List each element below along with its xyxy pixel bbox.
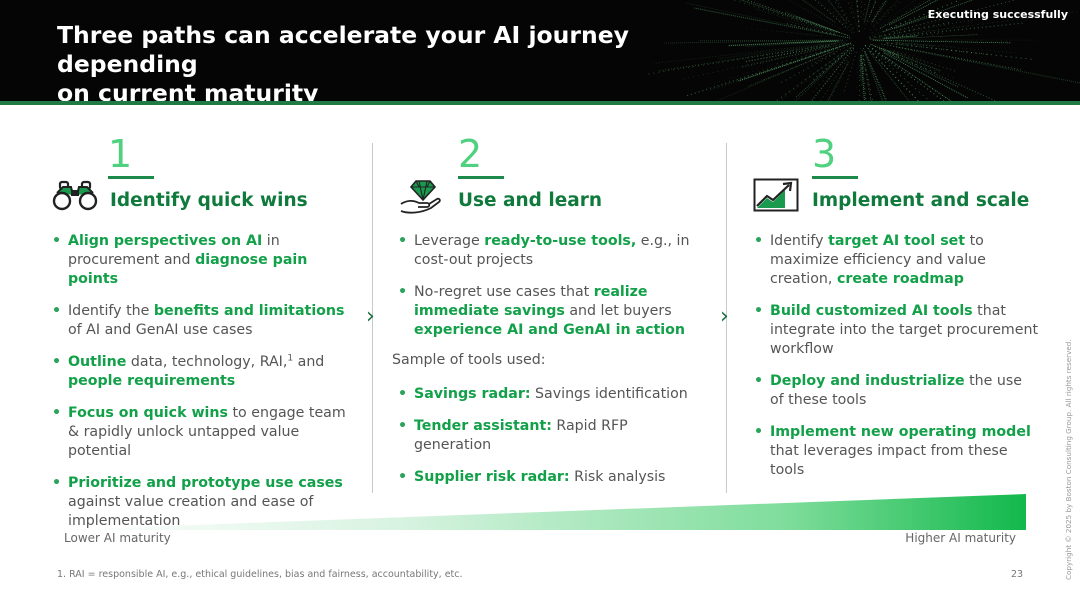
body-text: to maximize efficiency and value creatio…	[770, 233, 986, 287]
column-divider	[726, 143, 727, 493]
highlight-text: target AI tool set	[828, 233, 966, 249]
bullet-list: Identify target AI tool set to maximize …	[754, 232, 1039, 493]
highlight-text: Supplier risk radar:	[414, 469, 570, 485]
column-heading: Implement and scale	[812, 190, 1030, 211]
highlight-text: Build customized AI tools	[770, 303, 973, 319]
growth-chart-icon	[753, 178, 799, 212]
body-text: data, technology, RAI,	[126, 354, 288, 370]
bullet-item: Savings radar: Savings identification	[398, 385, 703, 404]
highlight-text: diagnose pain points	[68, 252, 308, 287]
bullet-item: Prioritize and prototype use cases again…	[52, 474, 352, 531]
highlight-text: realize immediate savings	[414, 284, 648, 319]
bullet-item: Build customized AI tools that integrate…	[754, 302, 1039, 359]
step-number-underline	[108, 176, 154, 179]
bullet-list: Leverage ready-to-use tools, e.g., in co…	[398, 232, 703, 353]
column-implement-and-scale: 3 Implement and scale Identify target AI…	[750, 130, 1040, 500]
highlight-text: experience AI and GenAI in action	[414, 322, 686, 338]
body-text: against value creation and ease of imple…	[68, 494, 314, 529]
highlight-text: Savings radar:	[414, 386, 531, 402]
body-text: Risk analysis	[569, 469, 666, 485]
step-number-underline	[458, 176, 504, 179]
bullet-item: Implement new operating model that lever…	[754, 423, 1039, 480]
bullet-item: Supplier risk radar: Risk analysis	[398, 468, 703, 487]
bullet-item: Tender assistant: Rapid RFP generation	[398, 417, 703, 455]
body-text: to engage team & rapidly unlock untapped…	[68, 405, 346, 459]
bullet-item: Leverage ready-to-use tools, e.g., in co…	[398, 232, 703, 270]
page-title-line-2: on current maturity	[57, 79, 319, 102]
header-light-rays-decoration	[647, 0, 1080, 102]
highlight-text: create roadmap	[836, 271, 964, 287]
footnote: 1. RAI = responsible AI, e.g., ethical g…	[57, 569, 463, 580]
highlight-text: Tender assistant:	[414, 418, 552, 434]
page-title: Three paths can accelerate your AI journ…	[57, 21, 777, 102]
highlight-text: Deploy and industrialize	[770, 373, 965, 389]
highlight-text: Outline	[68, 354, 127, 370]
header-divider	[0, 101, 1080, 105]
bullet-item: No-regret use cases that realize immedia…	[398, 283, 703, 340]
bullet-item: Deploy and industrialize the use of thes…	[754, 372, 1039, 410]
body-text: and let buyers	[564, 303, 672, 319]
highlight-text: Implement new operating model	[770, 424, 1031, 440]
tools-list: Savings radar: Savings identificationTen…	[398, 385, 703, 500]
highlight-text: Prioritize and prototype use cases	[68, 475, 343, 491]
body-text: Savings identification	[530, 386, 688, 402]
body-text: Rapid RFP generation	[414, 418, 628, 453]
binoculars-icon	[52, 180, 98, 211]
page-number: 23	[1011, 569, 1024, 580]
chevron-right-icon: ›	[720, 304, 729, 329]
highlight-text: benefits and limitations	[153, 303, 345, 319]
column-use-and-learn: 2 Use and learn Leverage ready-to-use to…	[392, 130, 707, 500]
bullet-item: Outline data, technology, RAI,1 and peop…	[52, 353, 352, 391]
higher-maturity-label: Higher AI maturity	[905, 531, 1016, 545]
body-text: 1	[287, 353, 294, 364]
section-tag: Executing successfully	[927, 8, 1068, 21]
bullet-item: Align perspectives on AI in procurement …	[52, 232, 352, 289]
sample-tools-label: Sample of tools used:	[392, 352, 546, 368]
highlight-text: Focus on quick wins	[68, 405, 228, 421]
body-text: Leverage	[414, 233, 485, 249]
body-text: Identify	[770, 233, 829, 249]
body-text: in procurement and	[68, 233, 280, 268]
column-identify-quick-wins: 1 Identify quick wins Align perspectives…	[50, 130, 360, 529]
bullet-item: Identify target AI tool set to maximize …	[754, 232, 1039, 289]
step-number: 1	[108, 132, 133, 176]
step-number: 2	[458, 132, 483, 176]
gem-in-hand-icon	[400, 180, 441, 214]
lower-maturity-label: Lower AI maturity	[64, 531, 171, 545]
step-number: 3	[812, 132, 837, 176]
body-text: e.g., in cost-out projects	[414, 233, 690, 268]
highlight-text: people requirements	[68, 373, 236, 389]
highlight-text: ready-to-use tools,	[484, 233, 637, 249]
column-heading: Identify quick wins	[110, 190, 308, 211]
chevron-right-icon: ›	[366, 304, 375, 329]
header-banner: Three paths can accelerate your AI journ…	[0, 0, 1080, 102]
body-text: of AI and GenAI use cases	[68, 322, 253, 338]
page-title-line-1: Three paths can accelerate your AI journ…	[57, 21, 629, 78]
bullet-item: Identify the benefits and limitations of…	[52, 302, 352, 340]
body-text: No-regret use cases that	[414, 284, 594, 300]
column-heading: Use and learn	[458, 190, 603, 211]
body-text: Identify the	[68, 303, 154, 319]
body-text: and	[293, 354, 325, 370]
body-text: that integrate into the target procureme…	[770, 303, 1039, 357]
highlight-text: Align perspectives on AI	[68, 233, 263, 249]
body-text: that leverages impact from these tools	[770, 443, 1008, 478]
body-text: the use of these tools	[770, 373, 1023, 408]
bullet-item: Focus on quick wins to engage team & rap…	[52, 404, 352, 461]
maturity-gradient-wedge	[60, 494, 1026, 530]
step-number-underline	[812, 176, 858, 179]
copyright-notice: Copyright © 2025 by Boston Consulting Gr…	[1064, 339, 1073, 580]
bullet-list: Align perspectives on AI in procurement …	[52, 232, 352, 544]
column-divider	[372, 143, 373, 493]
